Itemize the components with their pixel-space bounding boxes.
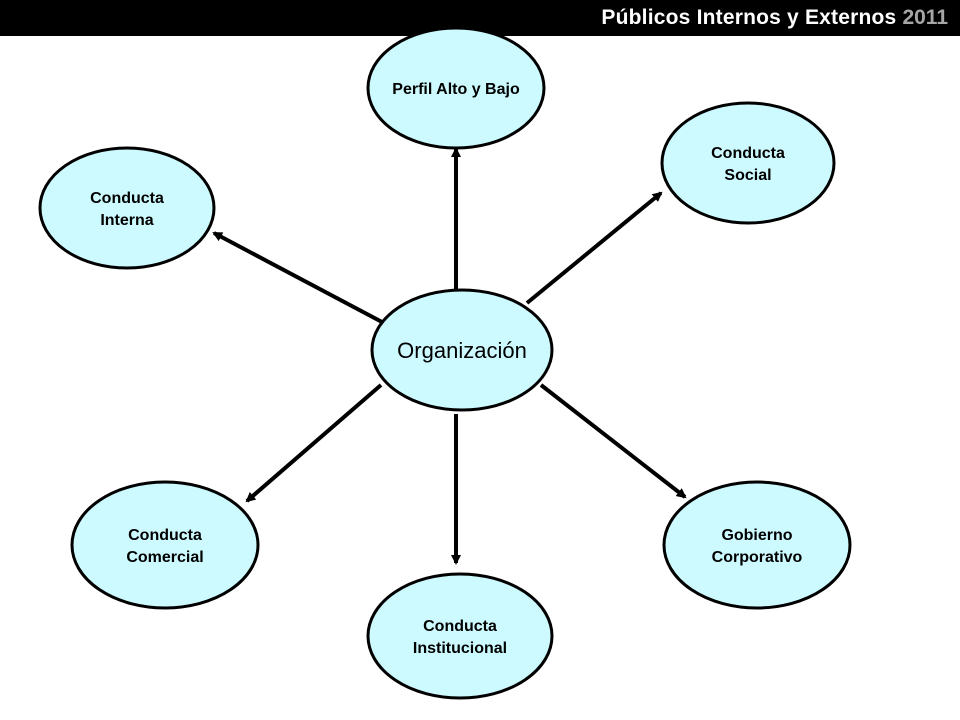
node-center-label: Organización — [397, 338, 527, 363]
node-social-shape — [660, 101, 836, 225]
node-comercial-label-line-1: Conducta — [128, 527, 202, 544]
node-comercial-label-line-2: Comercial — [126, 549, 203, 566]
node-gobierno-label-line-2: Corporativo — [712, 549, 803, 566]
node-interna-label-line-2: Interna — [100, 212, 153, 229]
node-institucional-label-line-2: Institucional — [413, 640, 507, 657]
slide-year: 2011 — [902, 6, 948, 29]
node-institucional-label-line-1: Conducta — [423, 618, 497, 635]
arrow-center-to-gobierno — [539, 383, 687, 499]
node-gobierno-shape — [662, 480, 852, 610]
arrow-center-to-social — [525, 191, 663, 305]
node-interna-label-line-1: Conducta — [90, 190, 164, 207]
arrow-center-to-comercial — [245, 383, 383, 503]
node-interna-shape — [38, 146, 216, 270]
node-perfil-label: Perfil Alto y Bajo — [392, 81, 520, 98]
edges-layer — [212, 147, 687, 565]
node-comercial-shape — [70, 480, 260, 610]
node-perfil: Perfil Alto y Bajo — [366, 26, 546, 150]
node-social-label-line-1: Conducta — [711, 145, 785, 162]
node-perfil-shape — [366, 26, 546, 150]
slide-title: Públicos Internos y Externos — [601, 6, 897, 29]
nodes-layer: Perfil Alto y BajoConductaSocialConducta… — [38, 26, 852, 700]
node-gobierno-label-line-1: Gobierno — [721, 527, 792, 544]
node-center-shape — [370, 288, 554, 412]
node-center: Organización — [370, 288, 554, 412]
node-social-label-line-2: Social — [724, 167, 771, 184]
arrow-center-to-interna — [212, 231, 383, 324]
node-institucional-shape — [366, 572, 554, 700]
